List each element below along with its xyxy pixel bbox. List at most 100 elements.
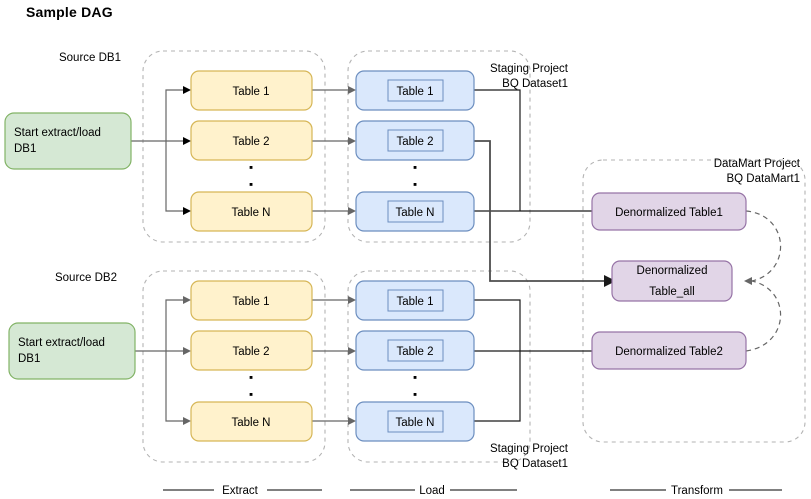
extract-bottom-n-shape[interactable] bbox=[190, 401, 313, 442]
load-bottom-n-inner bbox=[387, 410, 444, 433]
node-denormalized-table1[interactable]: Denormalized Table1 bbox=[591, 192, 747, 231]
page-title: Sample DAG bbox=[26, 4, 113, 20]
extract-bottom-1-shape[interactable] bbox=[190, 280, 313, 321]
group-extract-db1 bbox=[142, 50, 326, 243]
label-source-db2: Source DB2 bbox=[55, 272, 117, 284]
arrowhead bbox=[348, 417, 356, 425]
extract-top-2-label: Table 2 bbox=[232, 136, 269, 148]
node-denormalized-table-all[interactable]: Denormalized Table_all bbox=[611, 260, 733, 302]
load-top-1-inner bbox=[387, 79, 444, 102]
load-top-1-label: Table 1 bbox=[396, 86, 433, 98]
node-extract-top-table1[interactable]: Table 1 bbox=[190, 70, 313, 111]
node-load-top-table1[interactable]: Table 1 bbox=[355, 70, 475, 111]
denormalized-table-all-shape[interactable] bbox=[611, 260, 733, 302]
phase-label-extract: Extract bbox=[222, 485, 259, 497]
phase-label-transform: Transform bbox=[671, 485, 723, 497]
start-node-top-line1: Start extract/load bbox=[14, 127, 101, 139]
node-extract-bottom-table2[interactable]: Table 2 bbox=[190, 330, 313, 371]
connector-start2-to-tn bbox=[165, 351, 183, 422]
label-datamart-line2: BQ DataMart1 bbox=[727, 173, 801, 185]
curve-table1-to-tableall bbox=[745, 210, 782, 282]
node-extract-bottom-tablen[interactable]: Table N bbox=[190, 401, 313, 442]
node-extract-bottom-table1[interactable]: Table 1 bbox=[190, 280, 313, 321]
load-top-ellipsis-1: ▪ bbox=[413, 162, 417, 174]
arrowhead bbox=[348, 137, 356, 145]
denormalized-table-all-line2: Table_all bbox=[649, 286, 694, 298]
load-top-2-label: Table 2 bbox=[396, 136, 433, 148]
denormalized-table1-shape[interactable] bbox=[591, 192, 747, 231]
start-node-bottom-line2: DB1 bbox=[18, 353, 40, 365]
node-denormalized-table2[interactable]: Denormalized Table2 bbox=[591, 331, 747, 370]
label-staging-bottom-line1: Staging Project bbox=[490, 443, 569, 455]
load-bottom-1-label: Table 1 bbox=[396, 296, 433, 308]
connector-bottom-merge-t1 bbox=[474, 299, 521, 422]
node-load-top-tablen[interactable]: Table N bbox=[355, 191, 475, 232]
extract-top-1-shape[interactable] bbox=[190, 70, 313, 111]
load-bottom-2-label: Table 2 bbox=[396, 346, 433, 358]
node-load-bottom-table2[interactable]: Table 2 bbox=[355, 330, 475, 371]
start-node-top-shape[interactable] bbox=[4, 112, 132, 170]
arrowhead bbox=[183, 417, 191, 425]
denormalized-table-all-line1: Denormalized bbox=[637, 265, 708, 277]
arrowhead bbox=[183, 347, 191, 355]
label-staging-top-line1: Staging Project bbox=[490, 63, 569, 75]
label-staging-top-line2: BQ Dataset1 bbox=[502, 78, 568, 90]
extract-top-n-label: Table N bbox=[232, 207, 271, 219]
load-top-n-inner bbox=[387, 200, 444, 223]
denormalized-table2-shape[interactable] bbox=[591, 331, 747, 370]
extract-top-n-shape[interactable] bbox=[190, 191, 313, 232]
start-node-top-line2: DB1 bbox=[14, 143, 36, 155]
label-source-db1: Source DB1 bbox=[59, 52, 121, 64]
load-bottom-1-inner bbox=[387, 289, 444, 312]
node-start-extract-load-db1-bottom[interactable]: Start extract/load DB1 bbox=[8, 322, 136, 380]
load-bottom-2-inner bbox=[387, 339, 444, 362]
arrowhead bbox=[348, 347, 356, 355]
node-extract-top-table2[interactable]: Table 2 bbox=[190, 120, 313, 161]
arrowhead bbox=[348, 296, 356, 304]
load-top-ellipsis-2: ▪ bbox=[413, 179, 417, 191]
connector-start1-to-tn bbox=[165, 141, 183, 212]
extract-bottom-ellipsis-1: ▪ bbox=[249, 372, 253, 384]
arrowhead-curve bbox=[744, 277, 752, 285]
curve-table2-to-tableall bbox=[745, 280, 782, 352]
denormalized-table1-label: Denormalized Table1 bbox=[615, 207, 723, 219]
group-extract-db2 bbox=[142, 270, 326, 463]
label-datamart-line1: DataMart Project bbox=[714, 158, 801, 170]
node-load-bottom-table1[interactable]: Table 1 bbox=[355, 280, 475, 321]
extract-bottom-ellipsis-2: ▪ bbox=[249, 389, 253, 401]
connector-start2-to-t1 bbox=[165, 299, 183, 351]
start-node-bottom-line1: Start extract/load bbox=[18, 337, 105, 349]
denormalized-table2-label: Denormalized Table2 bbox=[615, 346, 723, 358]
load-bottom-n-label: Table N bbox=[396, 417, 435, 429]
arrowhead bbox=[183, 207, 191, 215]
extract-top-ellipsis-1: ▪ bbox=[249, 162, 253, 174]
extract-bottom-2-shape[interactable] bbox=[190, 330, 313, 371]
arrowhead bbox=[348, 86, 356, 94]
node-load-bottom-tablen[interactable]: Table N bbox=[355, 401, 475, 442]
extract-top-2-shape[interactable] bbox=[190, 120, 313, 161]
phase-label-load: Load bbox=[419, 485, 445, 497]
node-start-extract-load-db1-top[interactable]: Start extract/load DB1 bbox=[4, 112, 132, 170]
extract-bottom-1-label: Table 1 bbox=[232, 296, 269, 308]
load-bottom-ellipsis-2: ▪ bbox=[413, 389, 417, 401]
load-bottom-ellipsis-1: ▪ bbox=[413, 372, 417, 384]
start-node-bottom-shape[interactable] bbox=[8, 322, 136, 380]
connector-top-merge-t1 bbox=[474, 89, 521, 211]
group-load-db2 bbox=[347, 270, 531, 463]
extract-top-ellipsis-2: ▪ bbox=[249, 179, 253, 191]
arrowhead bbox=[183, 137, 191, 145]
load-top-n-label: Table N bbox=[396, 207, 435, 219]
extract-bottom-n-label: Table N bbox=[232, 417, 271, 429]
load-top-2-inner bbox=[387, 129, 444, 152]
extract-bottom-2-label: Table 2 bbox=[232, 346, 269, 358]
arrowhead bbox=[183, 86, 191, 94]
arrowhead bbox=[183, 296, 191, 304]
node-extract-top-tablen[interactable]: Table N bbox=[190, 191, 313, 232]
group-datamart bbox=[582, 159, 806, 443]
label-staging-bottom-line2: BQ Dataset1 bbox=[502, 458, 568, 470]
connector-t2-to-tableall bbox=[474, 140, 604, 282]
arrowhead bbox=[348, 207, 356, 215]
connector-start1-to-t1 bbox=[165, 89, 183, 141]
node-load-top-table2[interactable]: Table 2 bbox=[355, 120, 475, 161]
